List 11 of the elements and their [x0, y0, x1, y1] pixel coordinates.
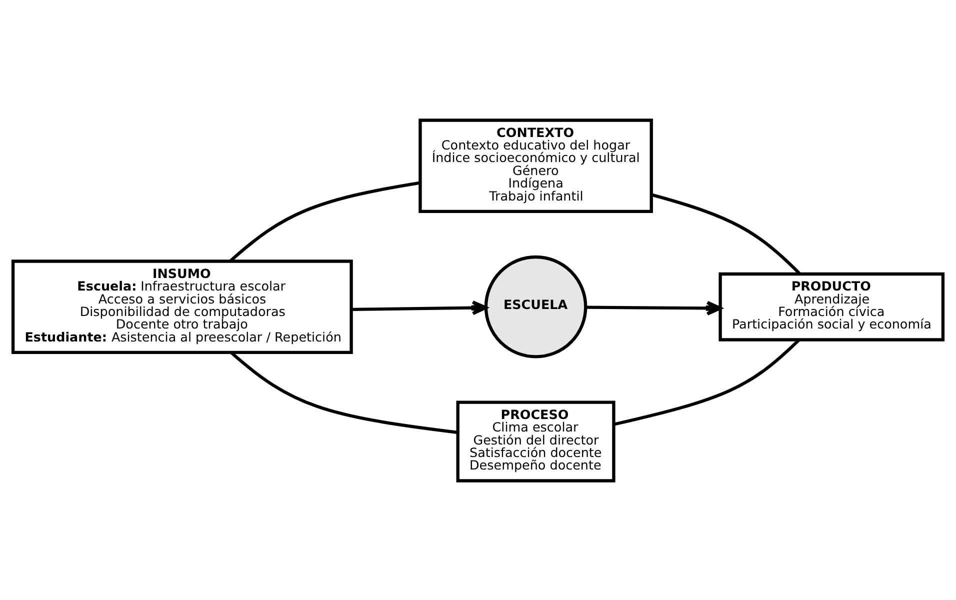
node-box: CONTEXTO Contexto educativo del hogar Índice socioeconómico y cultural Género Indígena Trabajo infantil: [418, 118, 653, 213]
arrow: [586, 300, 722, 316]
node-box: PROCESO Clima escolar Gestión del director Satisfacción docente Desempeño docente: [456, 400, 616, 482]
connector: [229, 180, 420, 262]
connector: [613, 338, 800, 426]
node-box: PRODUCTO Aprendizaje Formación cívica Participación social y economía: [718, 272, 945, 341]
arrow: [352, 300, 488, 315]
connector: [650, 192, 801, 274]
node-box: INSUMO Escuela: Infraestructura escolar Acceso a servicios básicos Disponibilidad de computadoras Docente otro trabajo Estudiante: Asistencia al preescolar / Repetición: [11, 259, 353, 354]
connector: [230, 351, 458, 434]
node-circle: ESCUELA: [484, 254, 588, 358]
